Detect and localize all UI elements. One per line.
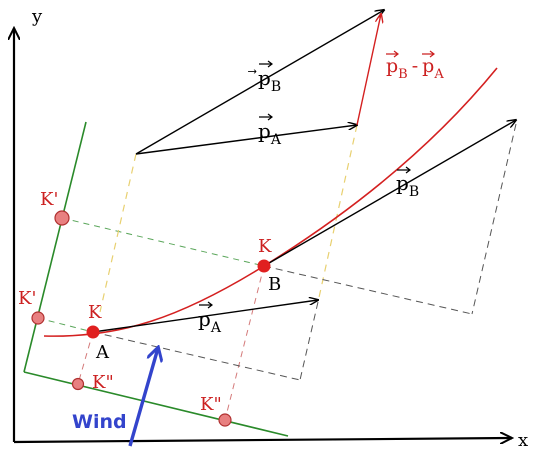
guide-A-to-left-k-double-prime [77,331,94,385]
label-pA-at-A-symbol: p [198,307,211,331]
left-k-double-prime-point [71,377,85,391]
vector-pB-top [135,10,384,155]
label-pA-at-A: pA [198,301,222,336]
guide-gray-B-lower [263,265,473,315]
guide-gray-A-lower [92,331,301,381]
label-pB-top-sub: B [271,79,281,95]
vector-difference [356,14,381,126]
label-pB-top-symbol: p [258,66,271,90]
guide-B-to-upper-k-prime [61,217,265,267]
point-B-k-label: K [258,236,272,257]
x-axis-label: x [518,430,528,451]
label-pB-at-B-sub: B [409,184,419,200]
label-difference: pB-pA [386,50,444,82]
label-difference-minus: - [412,55,418,77]
svg-text:pB: pB [258,66,281,95]
label-pA-top-sub: A [270,132,282,148]
svg-text:pB-pA: pB-pA [386,55,444,82]
guide-yellow-right [317,124,358,303]
svg-text:pA: pA [258,119,282,148]
svg-text:pA: pA [198,307,222,336]
wind-arrow [128,348,158,447]
wind-label: Wind [72,411,127,433]
lower-k-prime-label: K' [18,288,36,309]
label-pB-at-B: pB [396,166,419,200]
projection-axis-horizontal [23,371,289,437]
right-k-double-prime-label: K" [200,394,222,415]
trajectory-curve [43,67,498,337]
vector-pB-at-B [263,120,516,267]
label-difference-right-symbol: p [422,55,434,77]
point-A-k-label: K [88,302,102,323]
point-B [257,259,271,273]
svg-text:⃗: ⃗ [248,69,257,74]
lower-k-prime-point [31,311,45,325]
point-A-name: A [95,342,110,363]
guide-A-to-lower-k-prime [37,317,94,333]
guide-gray-B-right [471,123,517,315]
left-k-double-prime-label: K" [92,372,114,393]
label-difference-left-sub: B [398,67,408,82]
upper-k-prime-label: K' [40,189,58,210]
label-pA-at-A-sub: A [210,320,222,336]
label-pA-top: pA [258,113,282,148]
label-pB-at-B-symbol: p [396,171,409,195]
y-axis-label: y [31,6,43,27]
vector-pA-at-A [92,300,318,333]
guide-yellow-left [99,153,137,313]
label-pA-top-symbol: p [258,119,271,143]
guide-B-to-right-k-double-prime [224,265,265,421]
label-pB-top: ⃗ pB [248,60,281,95]
point-A [86,325,100,339]
point-B-name: B [268,274,281,295]
upper-k-prime-point [54,210,70,226]
vector-pA-top [135,125,357,155]
svg-text:pB: pB [396,171,419,200]
right-k-double-prime-point [218,413,232,427]
projection-axis-vertical [23,121,87,373]
label-difference-left-symbol: p [386,55,398,77]
label-difference-right-sub: A [433,67,444,82]
x-axis [13,438,512,442]
guide-gray-A-right [299,301,319,381]
